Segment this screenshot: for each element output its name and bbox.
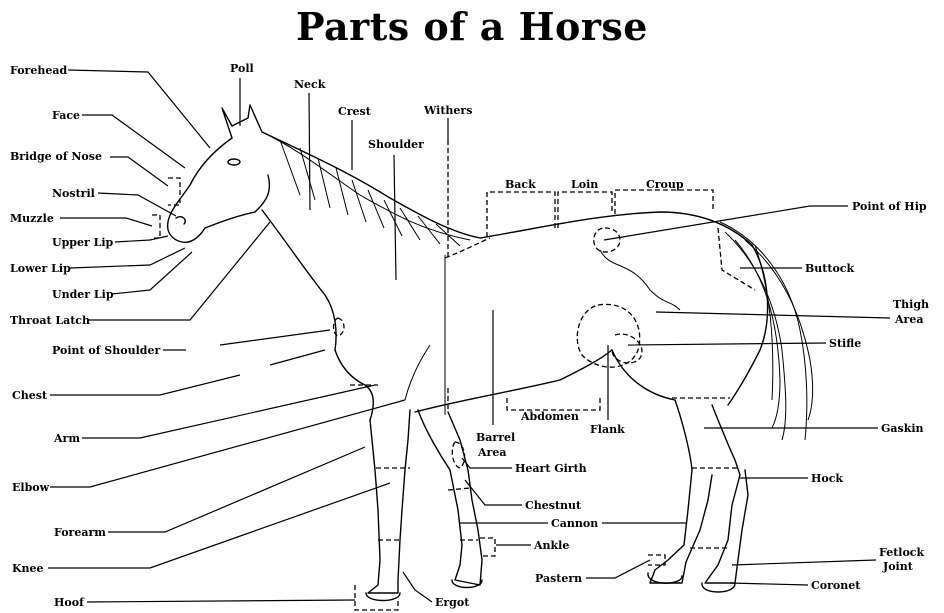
knee-far-line	[448, 488, 470, 490]
shoulder-leader	[394, 155, 396, 280]
label-lower-lip: Lower Lip	[10, 262, 71, 275]
label-croup: Croup	[646, 178, 684, 191]
croup-bracket	[615, 190, 713, 214]
hoof-front-near	[366, 593, 400, 601]
label-thigh-area: Area	[894, 313, 923, 326]
dashed-regions	[152, 140, 755, 610]
point-of-hip-leader	[604, 206, 848, 240]
throat-latch-leader	[88, 222, 270, 320]
hind-leg-far	[705, 405, 748, 583]
label-arm: Arm	[53, 432, 80, 445]
arm-leader	[82, 385, 375, 438]
elbow-detail	[405, 345, 430, 400]
stifle-inner	[612, 334, 642, 363]
label-point-of-shoulder: Point of Shoulder	[52, 344, 160, 357]
elbow-leader	[50, 400, 405, 487]
label-forehead: Forehead	[10, 64, 67, 77]
shoulder-back-line	[445, 238, 490, 258]
upper-lip-leader	[115, 236, 168, 242]
label-back: Back	[505, 178, 536, 191]
mane	[262, 132, 470, 246]
leader-lines	[48, 70, 890, 602]
point-of-shoulder-leader	[163, 330, 330, 350]
label-thigh: Thigh	[893, 298, 929, 311]
label-barrel-area: Area	[477, 446, 506, 459]
label-chestnut: Chestnut	[525, 499, 582, 512]
thigh-outline	[612, 350, 675, 400]
labels: Forehead Poll Neck Crest Withers Shoulde…	[10, 62, 929, 609]
label-point-of-hip: Point of Hip	[852, 200, 927, 213]
label-upper-lip: Upper Lip	[52, 236, 114, 249]
label-heart-girth: Heart Girth	[515, 462, 587, 475]
face-outline	[168, 138, 255, 242]
label-pastern: Pastern	[535, 572, 582, 585]
muzzle-bracket	[152, 215, 160, 238]
label-gaskin: Gaskin	[881, 422, 924, 435]
label-chest: Chest	[12, 389, 48, 402]
abdomen-bracket	[507, 398, 600, 410]
horse-outline	[168, 105, 813, 601]
muzzle-leader	[60, 218, 152, 226]
tail	[720, 222, 813, 440]
label-stifle: Stifle	[829, 337, 861, 350]
label-nostril: Nostril	[52, 187, 95, 200]
coronet-leader	[730, 583, 808, 585]
label-coronet: Coronet	[811, 579, 861, 592]
label-barrel: Barrel	[476, 431, 515, 444]
label-ergot: Ergot	[435, 596, 470, 609]
hoof-hind-far	[702, 583, 735, 592]
hoof-leader	[87, 600, 355, 602]
label-hock: Hock	[811, 472, 843, 485]
label-abdomen: Abdomen	[520, 410, 579, 423]
label-hoof: Hoof	[54, 596, 85, 609]
point-of-shoulder-circle	[334, 318, 345, 336]
thigh-leader	[656, 312, 890, 318]
label-elbow: Elbow	[12, 481, 50, 494]
label-poll: Poll	[230, 62, 254, 75]
front-leg-near	[368, 410, 410, 593]
neck-leader	[309, 93, 310, 210]
heart-girth-circle	[452, 442, 464, 468]
label-cannon: Cannon	[551, 517, 598, 530]
label-neck: Neck	[294, 78, 326, 91]
hoof-bracket	[355, 585, 398, 610]
label-ankle: Ankle	[533, 539, 569, 552]
label-under-lip: Under Lip	[52, 288, 114, 301]
ergot-leader	[403, 572, 432, 602]
label-knee: Knee	[12, 562, 44, 575]
label-loin: Loin	[571, 178, 598, 191]
lower-lip-leader	[70, 248, 185, 268]
label-bridge-of-nose: Bridge of Nose	[10, 150, 102, 163]
label-fetlock: Fetlock	[879, 546, 925, 559]
label-shoulder: Shoulder	[368, 138, 424, 151]
bridge-leader	[110, 157, 168, 186]
heart-girth-leader	[462, 458, 512, 468]
jaw-outline	[255, 175, 269, 212]
fetlock-leader	[732, 560, 876, 565]
label-throat-latch: Throat Latch	[10, 314, 90, 327]
stifle-leader	[628, 343, 826, 345]
pastern-leader	[586, 560, 650, 578]
nostril-leader	[98, 193, 176, 216]
label-forearm: Forearm	[54, 526, 106, 539]
label-flank: Flank	[590, 423, 625, 436]
label-withers: Withers	[423, 104, 472, 117]
flank-detail	[600, 250, 680, 310]
nostril-shape	[176, 217, 185, 224]
hoof-front-far	[452, 580, 482, 588]
label-muzzle: Muzzle	[10, 212, 54, 225]
ankle-bracket	[480, 538, 495, 556]
label-face: Face	[52, 109, 80, 122]
front-leg-far	[418, 410, 482, 585]
under-lip-leader	[112, 252, 192, 294]
label-buttock: Buttock	[805, 262, 854, 275]
chestnut-leader	[465, 480, 522, 505]
eye	[228, 159, 240, 165]
throat-outline	[262, 210, 336, 350]
forehead-leader	[68, 70, 210, 148]
forearm-leader	[108, 447, 365, 532]
label-fetlock-joint: Joint	[882, 560, 914, 573]
label-crest: Crest	[338, 105, 372, 118]
